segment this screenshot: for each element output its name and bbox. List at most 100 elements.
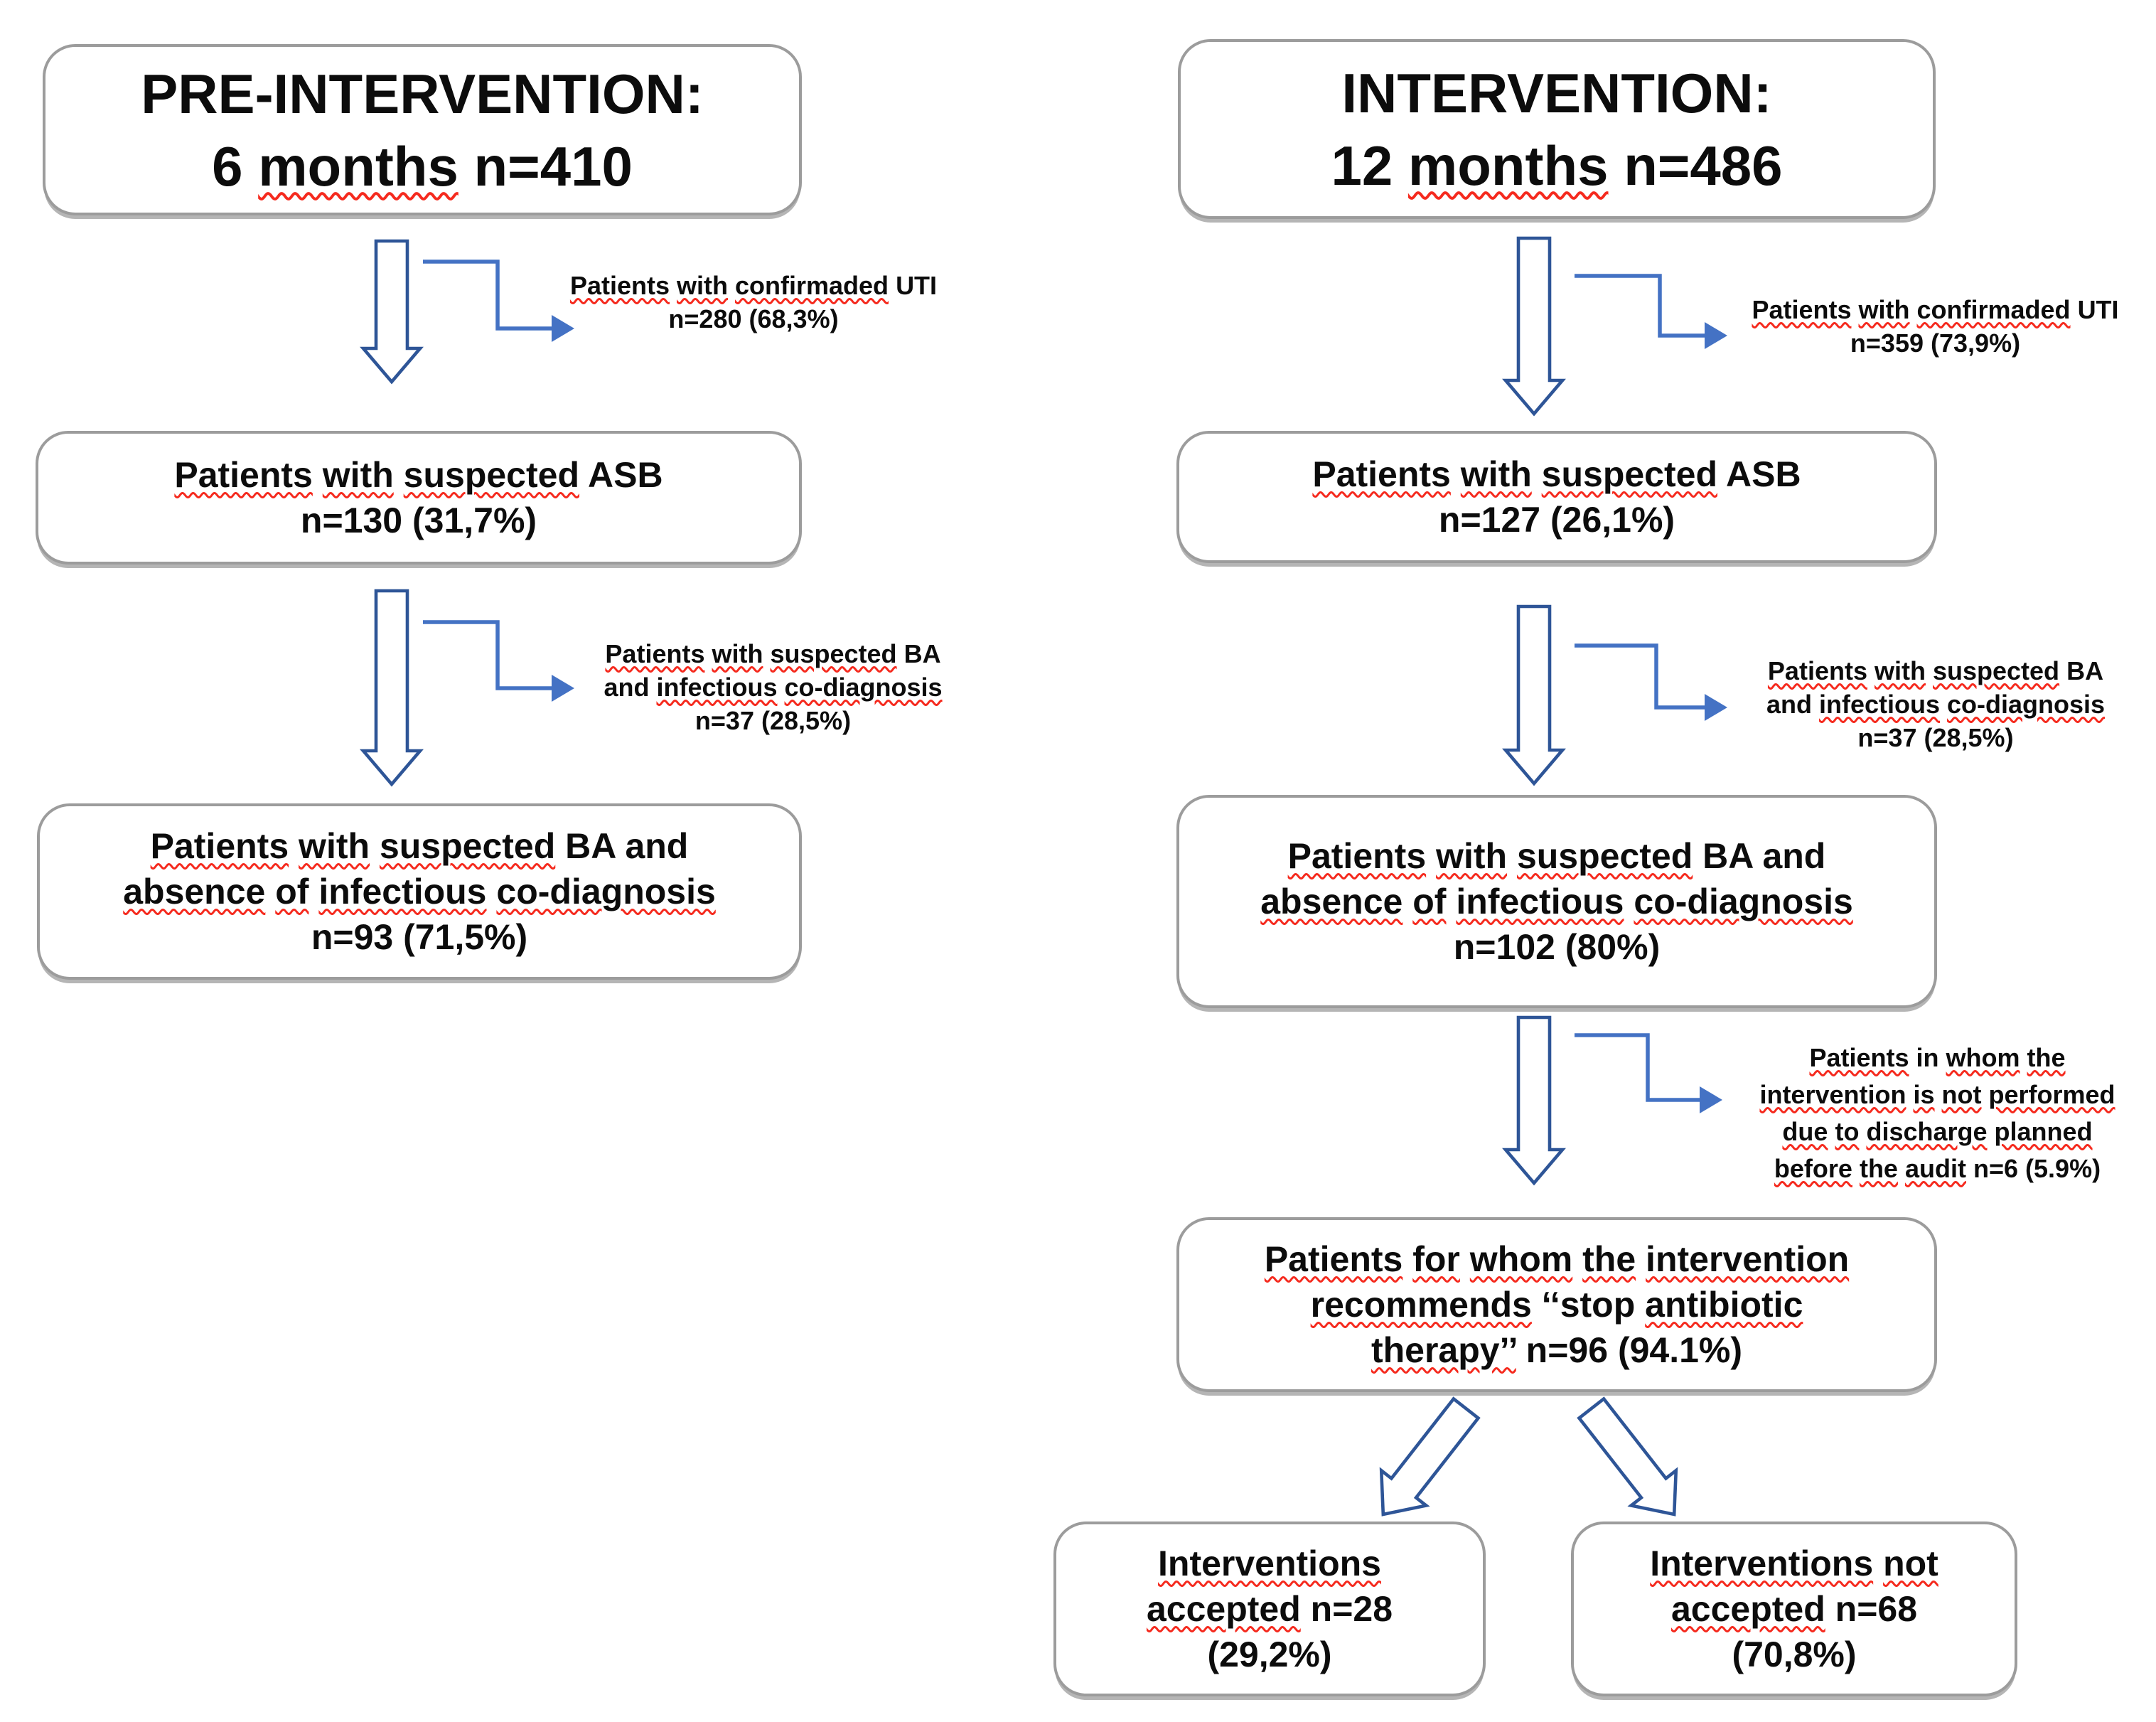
word: BA	[2066, 656, 2104, 685]
misspelled-word: infectious	[656, 673, 778, 702]
text-line: n=359 (73,9%)	[1724, 326, 2147, 360]
text-line: accepted n=68	[1574, 1586, 2015, 1632]
word: ‘‘stop	[1541, 1285, 1636, 1325]
word: n=96	[1525, 1330, 1609, 1370]
misspelled-word: accepted	[1670, 1589, 1825, 1629]
text-line: Interventions not	[1574, 1541, 2015, 1586]
text-line: 12 months n=486	[1181, 129, 1933, 202]
misspelled-word: co-diagnosis	[784, 673, 943, 702]
branch-connector-icon	[1575, 274, 1727, 349]
misspelled-word: absence	[1260, 882, 1403, 921]
word: BA	[1702, 836, 1753, 876]
word: and	[604, 673, 650, 702]
misspelled-word: performed	[1988, 1080, 2115, 1109]
word: ASB	[1726, 454, 1801, 494]
text-line: n=130 (31,7%)	[38, 498, 799, 543]
misspelled-word: with	[712, 639, 763, 668]
text-line: Patients with confirmaded UTI	[1724, 293, 2147, 326]
down-block-arrow-icon	[1502, 604, 1566, 786]
word: (5.9%)	[2025, 1154, 2101, 1183]
text-line: Patients with suspected BA	[572, 637, 974, 670]
text-line: n=102 (80%)	[1179, 924, 1934, 970]
misspelled-word: co-diagnosis	[496, 872, 716, 911]
misspelled-word: intervention	[1646, 1239, 1850, 1279]
word: UTI	[2077, 295, 2119, 324]
word: (70,8%)	[1732, 1635, 1857, 1674]
word: n=6	[1973, 1154, 2019, 1183]
misspelled-word: is	[1913, 1080, 1935, 1109]
word: (28,5%)	[761, 706, 852, 735]
text-line: Patients in whom the	[1726, 1039, 2149, 1076]
word: BA	[565, 826, 616, 866]
misspelled-word: infectious	[318, 872, 487, 911]
misspelled-word: co-diagnosis	[1947, 690, 2106, 719]
text-line: due to discharge planned	[1726, 1113, 2149, 1150]
misspelled-word: Patients	[569, 271, 670, 300]
misspelled-word: to	[1835, 1117, 1860, 1146]
word: n=410	[473, 134, 633, 198]
text-line: (29,2%)	[1056, 1632, 1483, 1677]
word: (31,7%)	[412, 501, 537, 540]
misspelled-word: audit	[1904, 1154, 1966, 1183]
misspelled-word: suspected	[379, 826, 556, 866]
text-line: absence of infectious co-diagnosis	[40, 869, 799, 914]
text-line: n=280 (68,3%)	[551, 302, 956, 336]
misspelled-word: the	[2027, 1043, 2066, 1072]
misspelled-word: recommends	[1310, 1285, 1532, 1325]
misspelled-word: suspected	[1932, 656, 2060, 685]
misspelled-word: Patients	[1809, 1043, 1909, 1072]
misspelled-word: co-diagnosis	[1634, 882, 1853, 921]
word: n=37	[694, 706, 754, 735]
text-line: PRE-INTERVENTION:	[45, 58, 799, 130]
misspelled-word: Patients	[1752, 295, 1852, 324]
diagonal-right-block-arrow-icon	[1577, 1396, 1678, 1517]
down-block-arrow-icon	[1502, 236, 1566, 417]
misspelled-word: months	[258, 134, 458, 198]
branch-connector-icon	[1575, 643, 1727, 721]
text-line: n=93 (71,5%)	[40, 914, 799, 960]
misspelled-word: not	[1941, 1080, 1982, 1109]
misspelled-word: therapy’’	[1371, 1330, 1516, 1370]
word: n=102	[1453, 927, 1555, 967]
misspelled-word: infectious	[1456, 882, 1624, 921]
misspelled-word: before	[1774, 1154, 1852, 1183]
down-block-arrow-icon	[360, 239, 424, 385]
misspelled-word: months	[1407, 134, 1609, 197]
branch-connector-icon	[1575, 1033, 1722, 1113]
intervention-title-box: INTERVENTION:12 months n=486	[1178, 39, 1936, 219]
misspelled-word: suspected	[1516, 836, 1693, 876]
text-line: Interventions	[1056, 1541, 1483, 1586]
down-block-arrow-icon	[360, 589, 424, 787]
text-line: (70,8%)	[1574, 1632, 2015, 1677]
text-line: before the audit n=6 (5.9%)	[1726, 1150, 2149, 1187]
misspelled-word: Patients	[1767, 656, 1867, 685]
misspelled-word: suspected	[403, 455, 579, 495]
misspelled-word: due	[1782, 1117, 1828, 1146]
misspelled-word: antibiotic	[1645, 1285, 1803, 1325]
down-block-arrow-icon	[1502, 1015, 1566, 1186]
misspelled-word: accepted	[1146, 1589, 1301, 1629]
word: in	[1916, 1043, 1939, 1072]
misspelled-word: with	[1436, 836, 1508, 876]
misspelled-word: whom	[1946, 1043, 2020, 1072]
misspelled-word: the	[1582, 1239, 1636, 1279]
misspelled-word: with	[1874, 656, 1926, 685]
misspelled-word: suspected	[770, 639, 897, 668]
word: and	[1766, 690, 1812, 719]
misspelled-word: with	[677, 271, 728, 300]
diagonal-left-block-arrow-icon	[1379, 1396, 1481, 1517]
text-line: therapy’’ n=96 (94.1%)	[1179, 1327, 1934, 1373]
misspelled-word: not	[1883, 1544, 1938, 1583]
misspelled-word: whom	[1469, 1239, 1573, 1279]
word: ASB	[588, 455, 663, 495]
word: n=486	[1624, 134, 1783, 197]
